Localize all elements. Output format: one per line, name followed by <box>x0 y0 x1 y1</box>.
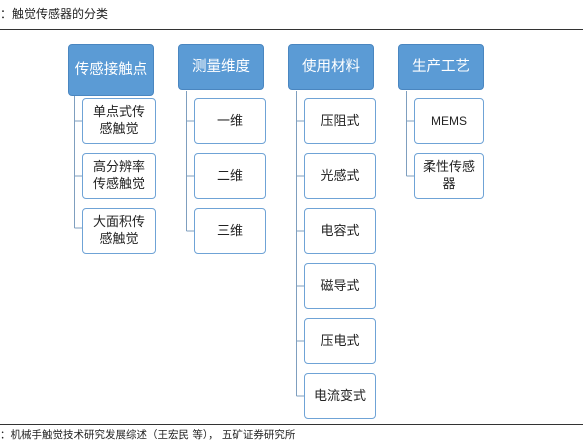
item-single-point-tactile: 单点式传感触觉 <box>82 98 156 144</box>
category-header-measurement-dimension: 测量维度 <box>178 44 264 90</box>
item-piezoelectric: 压电式 <box>304 318 376 364</box>
item-electrorheological: 电流变式 <box>304 373 376 419</box>
item-capacitive: 电容式 <box>304 208 376 254</box>
item-large-area-tactile: 大面积传感触觉 <box>82 208 156 254</box>
category-header-contact-points: 传感接触点 <box>68 44 154 96</box>
item-two-dimension: 二维 <box>194 153 266 199</box>
category-header-material: 使用材料 <box>288 44 374 90</box>
bottom-rule <box>0 424 583 425</box>
item-optical: 光感式 <box>304 153 376 199</box>
item-high-resolution-tactile: 高分辨率传感触觉 <box>82 153 156 199</box>
item-one-dimension: 一维 <box>194 98 266 144</box>
item-magnetic: 磁导式 <box>304 263 376 309</box>
top-rule <box>0 29 583 30</box>
figure-source: ：机械手触觉技术研究发展综述（王宏民 等）， 五矿证券研究所 <box>0 429 296 441</box>
item-flexible-sensor: 柔性传感器 <box>414 153 484 199</box>
item-three-dimension: 三维 <box>194 208 266 254</box>
connector-group <box>74 91 414 397</box>
item-mems: MEMS <box>414 98 484 144</box>
item-piezoresistive: 压阻式 <box>304 98 376 144</box>
category-header-process: 生产工艺 <box>398 44 484 90</box>
figure-title: ：触觉传感器的分类 <box>0 7 109 21</box>
